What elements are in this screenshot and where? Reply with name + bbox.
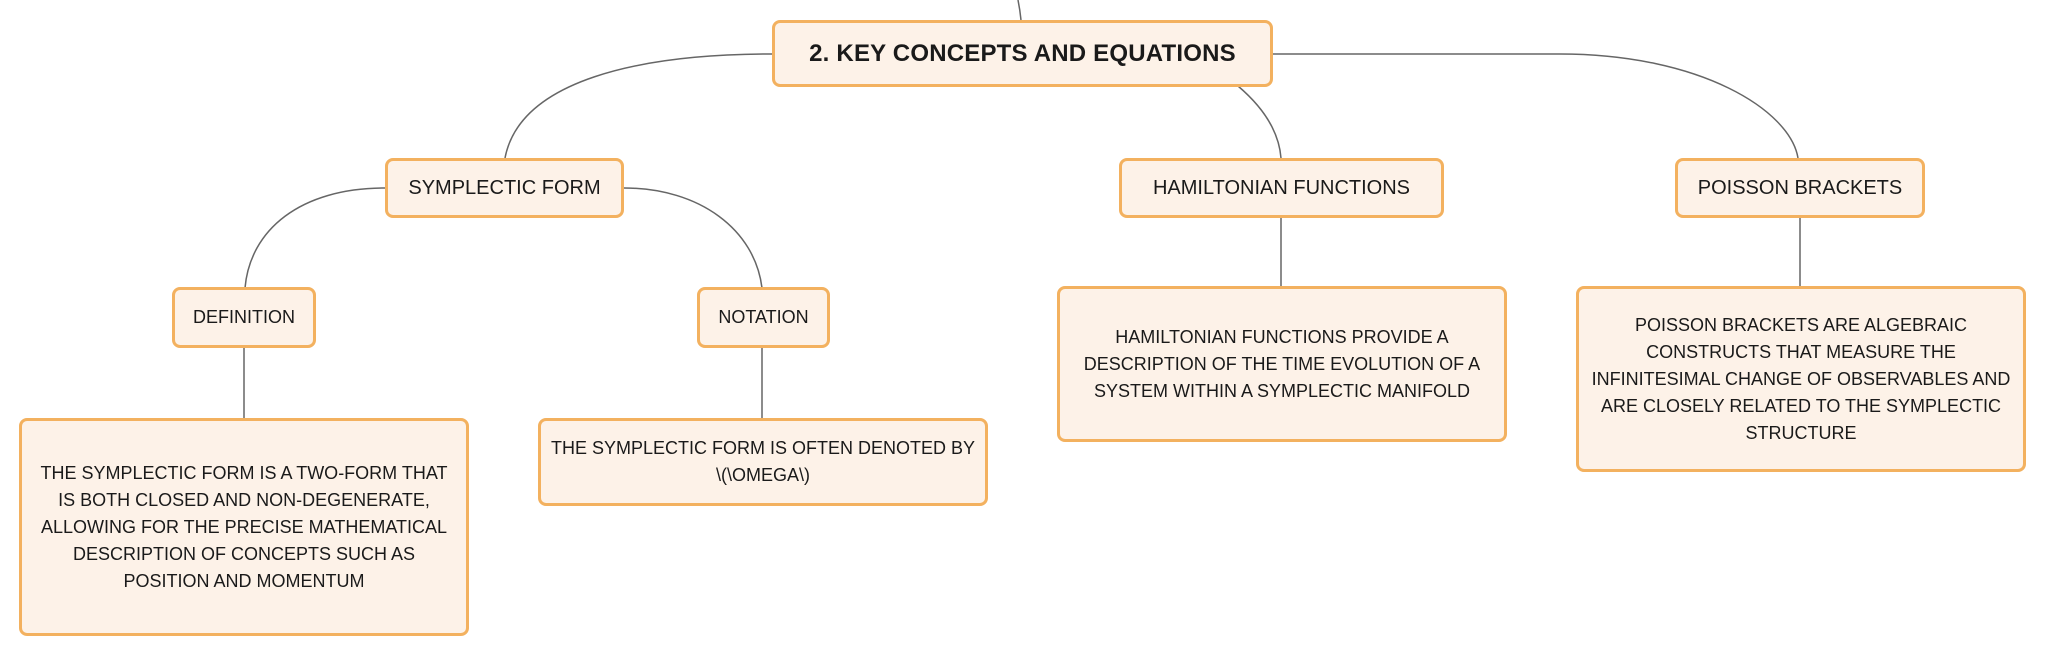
definition-label: DEFINITION bbox=[193, 307, 295, 327]
connector-root-symplectic bbox=[504, 53, 773, 159]
hamiltonian-functions-node[interactable]: HAMILTONIAN FUNCTIONS bbox=[1119, 158, 1444, 218]
hamiltonian-text: HAMILTONIAN FUNCTIONS PROVIDE A DESCRIPT… bbox=[1083, 326, 1481, 401]
symplectic-form-label: SYMPLECTIC FORM bbox=[408, 176, 601, 199]
definition-node[interactable]: DEFINITION bbox=[172, 287, 316, 348]
connector-incoming-root bbox=[1017, 0, 1022, 21]
hamiltonian-functions-label: HAMILTONIAN FUNCTIONS bbox=[1152, 176, 1411, 199]
poisson-text-node[interactable]: POISSON BRACKETS ARE ALGEBRAIC CONSTRUCT… bbox=[1576, 286, 2026, 472]
notation-node[interactable]: NOTATION bbox=[697, 287, 830, 348]
definition-text-node[interactable]: THE SYMPLECTIC FORM IS A TWO-FORM THAT I… bbox=[19, 418, 469, 636]
root-label: 2. KEY CONCEPTS AND EQUATIONS bbox=[809, 39, 1236, 67]
hamiltonian-text-node[interactable]: HAMILTONIAN FUNCTIONS PROVIDE A DESCRIPT… bbox=[1057, 286, 1507, 442]
connector-root-hamiltonian bbox=[1237, 85, 1282, 159]
connector-symplectic-definition bbox=[244, 187, 386, 289]
connector-symplectic-notation bbox=[623, 187, 763, 289]
poisson-text: POISSON BRACKETS ARE ALGEBRAIC CONSTRUCT… bbox=[1591, 314, 2011, 443]
root-node[interactable]: 2. KEY CONCEPTS AND EQUATIONS bbox=[772, 20, 1273, 87]
notation-text: THE SYMPLECTIC FORM IS OFTEN DENOTED BY … bbox=[550, 438, 976, 485]
symplectic-form-node[interactable]: SYMPLECTIC FORM bbox=[385, 158, 624, 218]
poisson-brackets-node[interactable]: POISSON BRACKETS bbox=[1675, 158, 1925, 218]
poisson-brackets-label: POISSON BRACKETS bbox=[1697, 176, 1903, 199]
notation-label: NOTATION bbox=[718, 307, 809, 327]
definition-text: THE SYMPLECTIC FORM IS A TWO-FORM THAT I… bbox=[40, 462, 448, 591]
connector-root-poisson bbox=[1273, 53, 1799, 159]
notation-text-node[interactable]: THE SYMPLECTIC FORM IS OFTEN DENOTED BY … bbox=[538, 418, 988, 506]
